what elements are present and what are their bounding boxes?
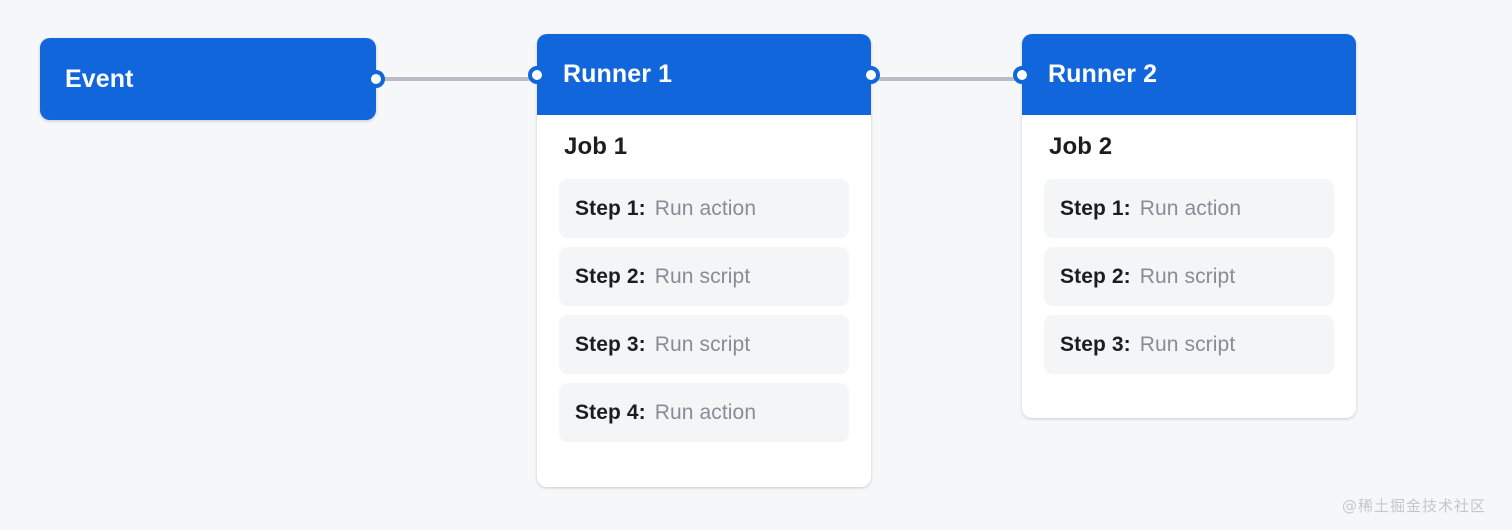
step-row[interactable]: Step 1: Run action — [559, 179, 849, 238]
step-label: Step 1: — [575, 196, 646, 220]
step-label: Step 4: — [575, 400, 646, 424]
event-node-label: Event — [65, 64, 134, 93]
step-label: Step 2: — [575, 264, 646, 288]
step-value: Run script — [1139, 264, 1236, 288]
step-value: Run script — [654, 264, 751, 288]
step-value: Run script — [1139, 332, 1236, 356]
step-value: Run script — [654, 332, 751, 356]
runner-card-2[interactable]: Runner 2 Job 2 Step 1: Run action Step 2… — [1013, 34, 1356, 418]
job-1-title: Job 1 — [564, 133, 628, 160]
step-row[interactable]: Step 3: Run script — [1044, 315, 1334, 374]
step-row[interactable]: Step 2: Run script — [559, 247, 849, 306]
job-2-step-list: Step 1: Run action Step 2: Run script St… — [1044, 179, 1334, 374]
step-value: Run action — [1139, 196, 1242, 220]
connector-line-event-to-runner1 — [383, 77, 530, 81]
step-label: Step 1: — [1060, 196, 1131, 220]
runner-2-title: Runner 2 — [1048, 60, 1158, 88]
runner-2-body: Job 2 Step 1: Run action Step 2: Run scr… — [1022, 115, 1356, 374]
step-row[interactable]: Step 1: Run action — [1044, 179, 1334, 238]
job-2-title: Job 2 — [1049, 133, 1113, 160]
runner-1-header: Runner 1 — [528, 34, 880, 115]
runner-card-1[interactable]: Runner 1 Job 1 Step 1: Run action Step 2… — [528, 34, 880, 487]
step-value: Run action — [654, 196, 757, 220]
event-output-port-icon[interactable] — [367, 70, 385, 88]
step-label: Step 3: — [575, 332, 646, 356]
runner-2-input-port-icon[interactable] — [1013, 65, 1031, 84]
step-value: Run action — [654, 400, 757, 424]
step-label: Step 2: — [1060, 264, 1131, 288]
step-row[interactable]: Step 4: Run action — [559, 383, 849, 442]
runner-1-output-port-icon[interactable] — [862, 65, 880, 84]
connector-line-runner1-to-runner2 — [878, 77, 1016, 81]
job-1-step-list: Step 1: Run action Step 2: Run script St… — [559, 179, 849, 442]
runner-2-header: Runner 2 — [1013, 34, 1356, 115]
runner-1-input-port-icon[interactable] — [528, 65, 546, 84]
runner-1-body: Job 1 Step 1: Run action Step 2: Run scr… — [537, 115, 871, 442]
step-label: Step 3: — [1060, 332, 1131, 356]
runner-1-title: Runner 1 — [563, 60, 673, 88]
step-row[interactable]: Step 2: Run script — [1044, 247, 1334, 306]
step-row[interactable]: Step 3: Run script — [559, 315, 849, 374]
event-node[interactable]: Event — [40, 38, 385, 120]
watermark: @稀土掘金技术社区 — [1341, 497, 1486, 515]
